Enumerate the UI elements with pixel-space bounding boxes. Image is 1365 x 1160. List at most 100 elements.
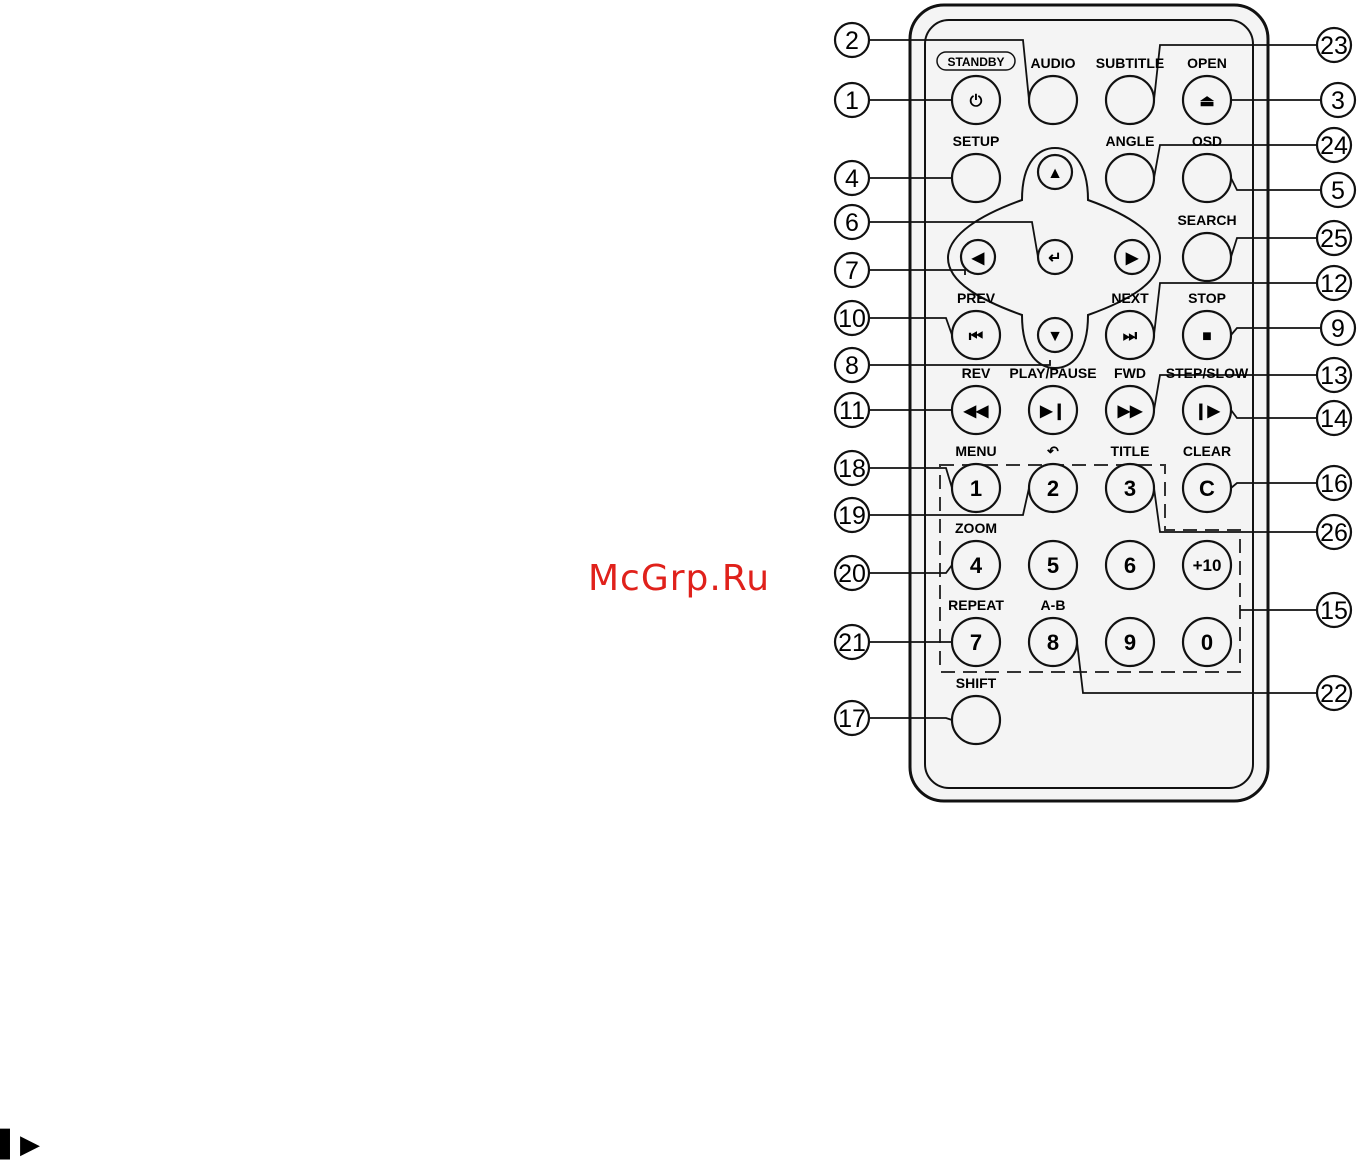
callout-next: 12 [1317,266,1351,300]
power-glyph-icon: ⏻ [970,93,983,110]
button-audio[interactable]: AUDIO [1029,55,1077,124]
stop-label: STOP [1188,290,1226,306]
callout-osd: 5 [1321,173,1355,207]
callout-prev-number: 10 [838,305,866,333]
button-enter[interactable]: ↵ [1038,240,1072,274]
button-search[interactable]: SEARCH [1177,212,1236,281]
callout-prev: 10 [835,301,869,335]
subtitle-label: SUBTITLE [1096,55,1164,71]
callout-next-number: 12 [1320,270,1348,298]
enter-glyph-icon: ↵ [1048,250,1061,267]
n4-glyph-icon: 4 [970,553,983,578]
up-glyph-icon: ▲ [1047,165,1063,182]
left-glyph-icon: ◀ [971,250,985,267]
callout-shift-number: 17 [838,705,866,733]
callout-subtitle: 23 [1317,28,1351,62]
callout-stop: 9 [1321,311,1355,345]
callout-rev: 11 [835,393,869,427]
setup-button-shape[interactable] [952,154,1000,202]
osd-button-shape[interactable] [1183,154,1231,202]
n0-glyph-icon: 0 [1201,630,1213,655]
button-right[interactable]: ▶ [1115,240,1149,274]
callout-stepslow: 14 [1317,401,1351,435]
rev-label: REV [962,365,991,381]
n3-label: TITLE [1111,443,1150,459]
n6-glyph-icon: 6 [1124,553,1136,578]
callout-fwd: 13 [1317,358,1351,392]
callout-audio: 2 [835,23,869,57]
button-n4[interactable]: 4 ZOOM [952,520,1000,589]
callout-numpad-number: 15 [1320,597,1348,625]
callout-nav-left: 7 [835,253,869,287]
shift-label: SHIFT [956,675,997,691]
callout-setup-number: 4 [845,165,859,193]
button-plus10[interactable]: +10 [1183,541,1231,589]
callout-nav-left-number: 7 [845,257,859,285]
callout-nav-down-number: 8 [845,352,859,380]
button-up[interactable]: ▲ [1038,155,1072,189]
callout-search: 25 [1317,221,1351,255]
callout-setup: 4 [835,161,869,195]
watermark-text: McGrp.Ru [588,558,770,599]
callout-open: 3 [1321,83,1355,117]
callout-subtitle-number: 23 [1320,32,1348,60]
audio-button-shape[interactable] [1029,76,1077,124]
callout-n4: 20 [835,556,869,590]
button-next[interactable]: ⏭NEXT [1106,290,1154,359]
button-stop[interactable]: ■ STOP [1183,290,1231,359]
open-glyph-icon: ⏏ [1199,93,1214,110]
callout-osd-number: 5 [1331,177,1345,205]
button-n5[interactable]: 5 [1029,541,1077,589]
callout-audio-number: 2 [845,27,859,55]
button-setup[interactable]: SETUP [952,133,1000,202]
playpause-label: PLAY/PAUSE [1009,365,1096,381]
callout-n1: 18 [835,451,869,485]
callout-n2-number: 19 [838,502,866,530]
stepslow-glyph-icon: ❙▶ [1194,403,1220,421]
button-left[interactable]: ◀ [961,240,995,274]
step-play-icon: ▌▶ [0,1130,40,1160]
callout-n8: 22 [1317,676,1351,710]
n3-glyph-icon: 3 [1124,476,1136,501]
callout-n8-number: 22 [1320,680,1348,708]
shift-button-shape[interactable] [952,696,1000,744]
callout-search-number: 25 [1320,225,1348,253]
audio-label: AUDIO [1030,55,1075,71]
next-glyph-icon: ⏭ [1123,328,1138,345]
n7-label: REPEAT [948,597,1004,613]
down-glyph-icon: ▼ [1047,328,1063,345]
n2-label: ↶ [1046,443,1059,459]
callout-fwd-number: 13 [1320,362,1348,390]
subtitle-button-shape[interactable] [1106,76,1154,124]
callout-stop-number: 9 [1331,315,1345,343]
button-open[interactable]: ⏏OPEN [1183,55,1231,124]
n1-label: MENU [955,443,996,459]
button-down[interactable]: ▼ [1038,318,1072,352]
button-n0[interactable]: 0 [1183,618,1231,666]
osd-label: OSD [1192,133,1222,149]
standby-label: STANDBY [947,55,1004,69]
button-prev[interactable]: ⏮PREV [952,290,1000,359]
callout-n2: 19 [835,498,869,532]
n4-label: ZOOM [955,520,997,536]
stepslow-label: STEP/SLOW [1166,365,1249,381]
n5-glyph-icon: 5 [1047,553,1059,578]
search-button-shape[interactable] [1183,233,1231,281]
button-n3[interactable]: 3 TITLE [1106,443,1154,512]
callout-n3-number: 26 [1320,519,1348,547]
callout-power-number: 1 [845,87,859,115]
clear-label: CLEAR [1183,443,1231,459]
stop-glyph-icon: ■ [1202,328,1212,345]
button-shift[interactable]: SHIFT [952,675,1000,744]
callout-n1-number: 18 [838,455,866,483]
button-n9[interactable]: 9 [1106,618,1154,666]
callout-power: 1 [835,83,869,117]
angle-button-shape[interactable] [1106,154,1154,202]
button-angle[interactable]: ANGLE [1106,133,1155,202]
button-n6[interactable]: 6 [1106,541,1154,589]
callout-rev-number: 11 [839,397,865,425]
button-power[interactable]: ⏻ [952,76,1000,124]
